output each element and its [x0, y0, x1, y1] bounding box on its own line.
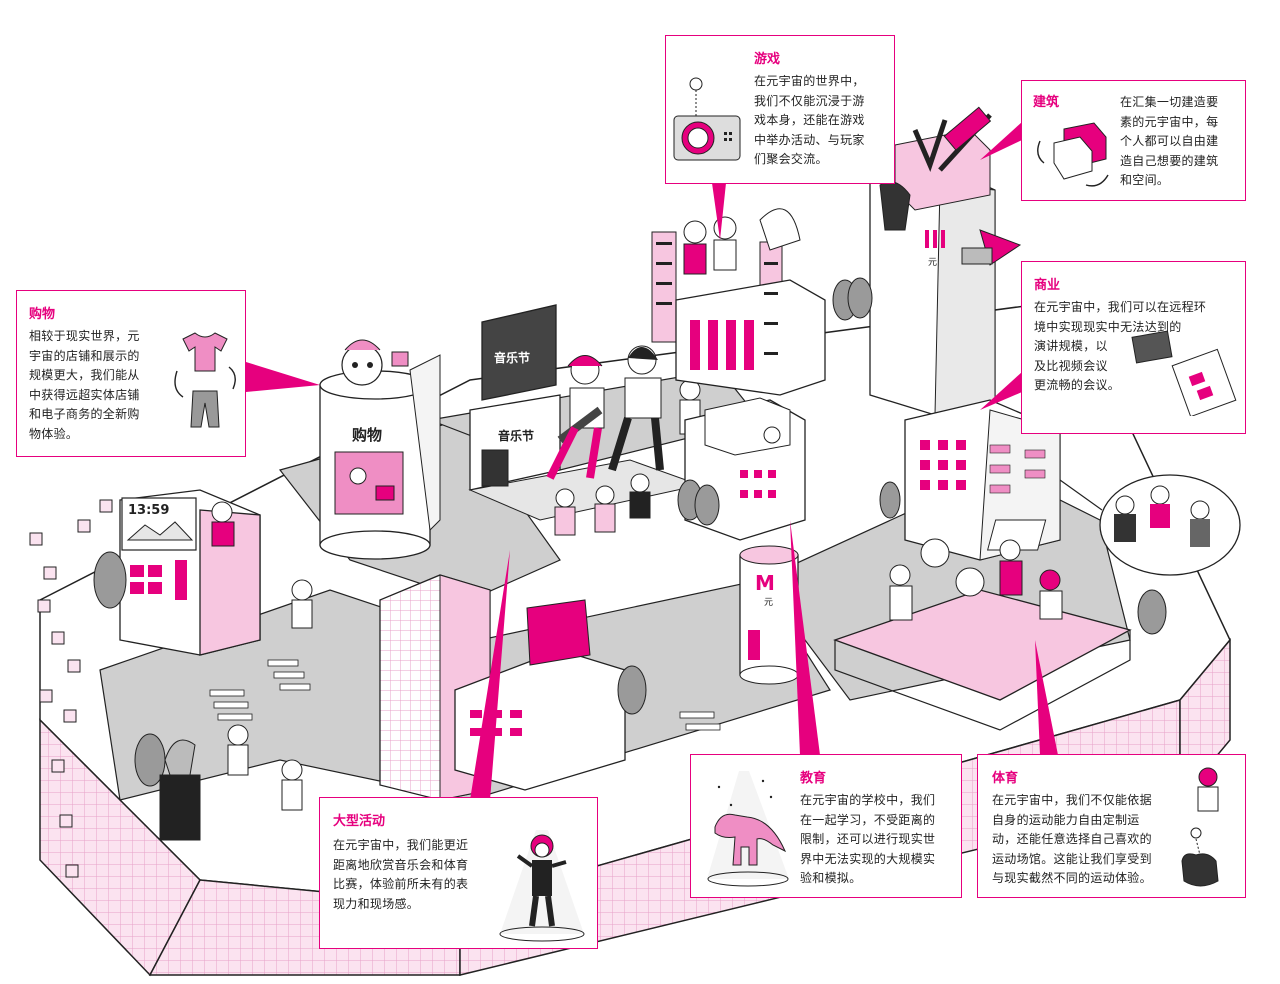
performer-spotlight-icon: [499, 830, 585, 942]
architecture-tower: 元: [869, 106, 1022, 416]
callout-body: 在元宇宙中，我们可以在远程环 境中实现现实中无法达到的 演讲规模，以 及比视频会…: [1034, 300, 1207, 392]
tower-mark: 元: [928, 258, 937, 268]
clock-display: 13:59: [128, 503, 169, 518]
callout-body: 在元宇宙的学校中，我们 在一起学习，不受距离的 限制，还可以进行现实世 界中无法…: [800, 793, 936, 885]
shopping-tower: 购物: [319, 339, 441, 560]
mall-sub: 元: [764, 598, 773, 608]
callout-architecture: 建筑 在汇集一切建造要 素的元宇宙中，每 个人都可以自由建 造自己想要的建筑 和…: [1021, 80, 1246, 201]
concert-stage: 音乐节 音乐节: [468, 304, 702, 536]
callout-pointers: [246, 122, 1058, 800]
callout-body: 相较于现实世界，元 宇宙的店铺和展示的 规模更大，我们能从 中获得远超实体店铺 …: [29, 329, 140, 441]
sports-field: [833, 538, 1132, 731]
business-building: [904, 399, 1241, 576]
game-console-icon: [673, 77, 741, 161]
callout-title: 大型活动: [333, 814, 386, 829]
trees: [93, 277, 1167, 787]
callout-title: 教育: [800, 771, 827, 786]
shop-sign: 购物: [352, 426, 382, 444]
callout-title: 体育: [992, 771, 1019, 786]
mall-letter: M: [755, 571, 775, 595]
callout-game: 游戏 在元宇宙的世界中， 我们不仅能沉浸于游 戏本身，还能在游戏 中举办活动、与…: [665, 35, 895, 184]
callout-business: 商业 在元宇宙中，我们可以在远程环 境中实现现实中无法达到的 演讲规模，以 及比…: [1021, 261, 1246, 434]
device-icon: [1131, 330, 1237, 416]
callout-title: 商业: [1034, 278, 1061, 293]
building-block-icon: [1037, 122, 1109, 187]
callout-body: 在元宇宙中，我们不仅能依据 自身的运动能力自由定制运 动，还能任意选择自己喜欢的…: [992, 793, 1152, 885]
stage-banner-text: 音乐节: [498, 428, 534, 443]
callout-body: 在汇集一切建造要 素的元宇宙中，每 个人都可以自由建 造自己想要的建筑 和空间。: [1120, 95, 1219, 187]
event-buildings: [379, 574, 626, 801]
callout-title: 购物: [29, 307, 56, 322]
callout-title: 游戏: [754, 52, 781, 67]
callout-title: 建筑: [1033, 95, 1060, 110]
callout-education: 教育 在元宇宙的学校中，我们 在一起学习，不受距离的 限制，还可以进行现实世 界…: [690, 754, 962, 898]
callout-shopping: 购物 相较于现实世界，元 宇宙的店铺和展示的 规模更大，我们能从 中获得远超实体…: [16, 290, 246, 457]
callout-events: 大型活动 在元宇宙中，我们能更近 距离地欣赏音乐会和体育 比赛，体验前所未有的表…: [319, 797, 598, 949]
concert-screen-text: 音乐节: [494, 350, 530, 365]
dinosaur-icon: [707, 771, 789, 887]
callout-body: 在元宇宙中，我们能更近 距离地欣赏音乐会和体育 比赛，体验前所未有的表 现力和现…: [333, 838, 469, 911]
pedestrians: [159, 579, 313, 841]
crosswalks: [209, 659, 721, 731]
clothes-icon: [174, 332, 236, 428]
mall-tower: M 元: [739, 545, 799, 685]
game-tower: [651, 208, 826, 396]
callout-body: 在元宇宙的世界中， 我们不仅能沉浸于游 戏本身，还能在游戏 中举办活动、与玩家 …: [754, 74, 865, 166]
baseball-glove-icon: [1181, 767, 1219, 887]
clock-building: 13:59: [119, 489, 261, 656]
callout-sports: 体育 在元宇宙中，我们不仅能依据 自身的运动能力自由定制运 动，还能任意选择自己…: [977, 754, 1246, 898]
